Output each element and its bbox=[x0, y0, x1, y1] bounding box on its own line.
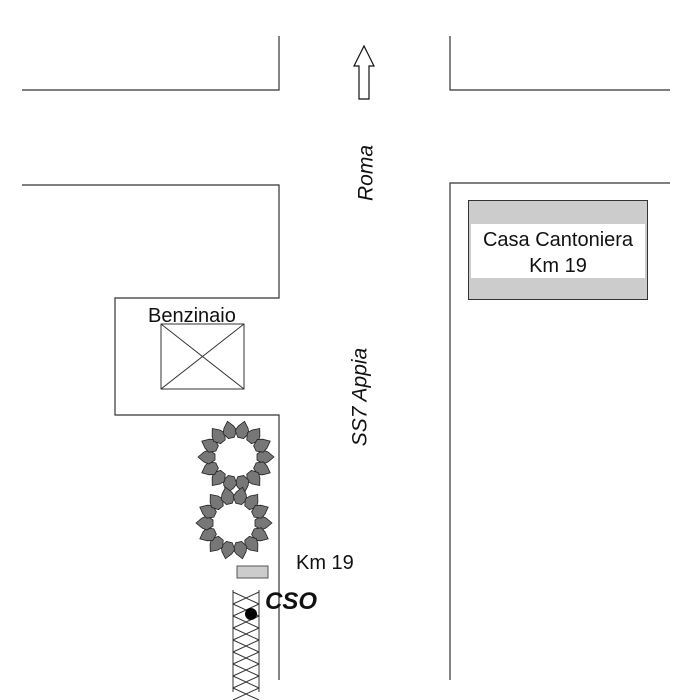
road-outlines bbox=[22, 36, 670, 680]
site-label-cso: CSO bbox=[265, 588, 318, 615]
tree-icon bbox=[195, 486, 273, 560]
trees-group bbox=[195, 420, 275, 560]
road-edge-right bbox=[449, 182, 670, 680]
road-edge-top-right bbox=[449, 36, 670, 91]
casa-cantoniera-building: Casa Cantoniera Km 19 bbox=[468, 200, 648, 300]
north-arrow-icon bbox=[353, 44, 375, 100]
petrol-station-label: Benzinaio bbox=[148, 305, 236, 327]
tree-icon bbox=[197, 420, 275, 494]
km-marker-icon bbox=[236, 565, 269, 579]
road-edge-top-left bbox=[22, 36, 280, 91]
casa-cantoniera-label: Casa Cantoniera Km 19 bbox=[471, 224, 645, 278]
fence-icon bbox=[232, 590, 260, 700]
casa-cantoniera-line2: Km 19 bbox=[529, 255, 587, 277]
street-label-ss7-appia: SS7 Appia bbox=[348, 347, 372, 447]
km-marker-label: Km 19 bbox=[296, 552, 354, 574]
street-label-roma: Roma bbox=[354, 144, 378, 202]
road-edge-left bbox=[22, 184, 280, 680]
site-dot-icon bbox=[245, 608, 257, 620]
building-cross-icon bbox=[160, 323, 245, 390]
casa-cantoniera-line1: Casa Cantoniera bbox=[482, 229, 634, 251]
